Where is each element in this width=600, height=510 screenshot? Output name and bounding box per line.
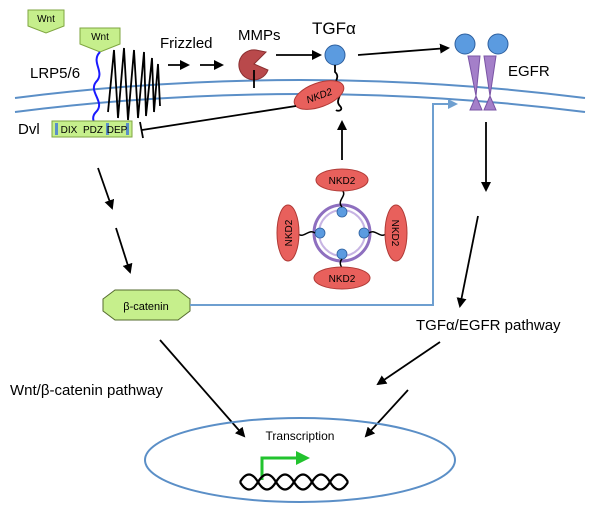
arrow-tgfa-egfr xyxy=(357,43,450,56)
dix-label: DIX xyxy=(61,125,78,136)
frizzled-receptor xyxy=(107,47,161,121)
dep-label: DEP xyxy=(107,125,128,136)
wnt-ligand-free: Wnt xyxy=(27,9,65,34)
nkd2-membrane-protein: NKD2 xyxy=(293,80,345,110)
nucleus xyxy=(144,417,456,503)
nkd2-top: NKD2 xyxy=(315,168,369,192)
tgfa-label: TGFα xyxy=(312,19,356,38)
nkd2-right: NKD2 xyxy=(384,204,408,262)
arrow-dvl-1 xyxy=(97,167,115,210)
mmps-label: MMPs xyxy=(238,27,281,44)
wnt-pathway-label: Wnt/β-catenin pathway xyxy=(10,382,163,399)
wnt-free-label: Wnt xyxy=(37,14,55,25)
inhibition-nkd2-dvl xyxy=(139,105,297,139)
tgfa-ligand xyxy=(324,44,346,66)
frizzled-label: Frizzled xyxy=(160,35,213,52)
nkd2-top-label: NKD2 xyxy=(329,176,356,187)
egfr-ligand-left xyxy=(454,33,476,55)
egfr-receptor xyxy=(467,55,497,111)
beta-catenin-node: β-catenin xyxy=(102,289,191,321)
wnt-ligand-bound: Wnt xyxy=(79,27,121,53)
transcription-label: Transcription xyxy=(266,429,335,443)
nkd2-left: NKD2 xyxy=(276,204,300,262)
arrow-dvl-2 xyxy=(115,227,133,274)
pdz-label: PDZ xyxy=(83,125,103,136)
dna-helix xyxy=(239,473,349,491)
lrp-label: LRP5/6 xyxy=(30,65,80,82)
nkd2-bottom: NKD2 xyxy=(313,266,371,290)
arrow-egfr-pathway-2 xyxy=(364,389,409,438)
wnt-bound-label: Wnt xyxy=(91,32,109,43)
arrow-egfr-2 xyxy=(456,215,479,308)
mmp-protease: MMPs xyxy=(238,27,281,88)
nkd2-bottom-label: NKD2 xyxy=(329,274,356,285)
arrow-wnt-to-nucleus xyxy=(159,339,246,438)
tgfa-egfr-pathway-label: TGFα/EGFR pathway xyxy=(416,317,561,334)
beta-catenin-to-egfr-connector xyxy=(190,99,458,306)
dvl-protein: DIX PDZ DEP xyxy=(51,120,133,138)
egfr-label: EGFR xyxy=(508,63,550,80)
transcription-start-arrow xyxy=(260,451,310,480)
arrow-egfr-pathway-1 xyxy=(376,341,441,386)
nkd2-left-label: NKD2 xyxy=(284,219,295,246)
nkd2-right-label: NKD2 xyxy=(389,220,400,247)
nkd2-ring-complex xyxy=(296,189,388,277)
dvl-label: Dvl xyxy=(18,121,40,138)
beta-catenin-label: β-catenin xyxy=(123,301,168,313)
egfr-ligand-right xyxy=(487,33,509,55)
